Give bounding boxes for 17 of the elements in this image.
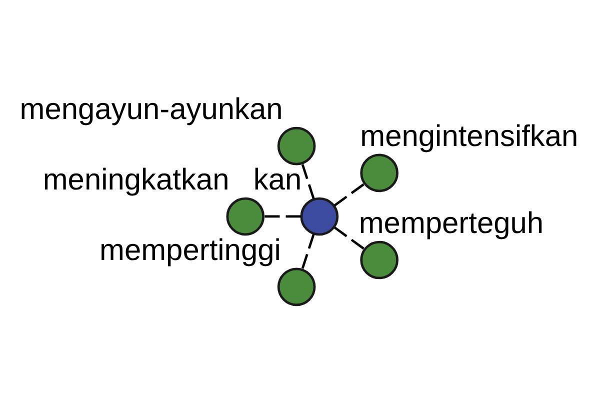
connector xyxy=(333,182,365,206)
node-circle xyxy=(360,240,398,280)
connector xyxy=(300,234,314,270)
node-label: mengayun-ayunkan xyxy=(19,93,282,126)
node-circle xyxy=(276,268,316,306)
node-circle xyxy=(276,126,316,166)
node-circle xyxy=(360,154,398,192)
connector xyxy=(263,215,300,218)
node-circle xyxy=(226,197,264,236)
node-label: kan xyxy=(252,164,302,197)
node-label: mempertinggi xyxy=(99,234,280,267)
node-label: memperteguh xyxy=(358,207,544,240)
node-label: mengintensifkan xyxy=(360,120,578,153)
connector xyxy=(300,163,314,200)
node-label: meningkatkan xyxy=(42,164,229,197)
connector xyxy=(333,226,365,250)
node-circle xyxy=(300,197,338,236)
